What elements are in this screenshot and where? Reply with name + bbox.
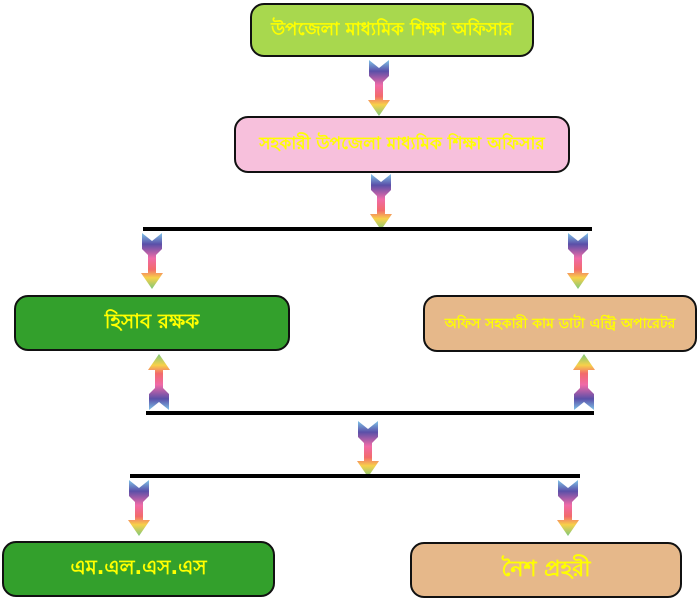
arrow-down-icon bbox=[369, 174, 393, 230]
node-assistant-officer: সহকারী উপজেলা মাধ্যমিক শিক্ষা অফিসার bbox=[234, 116, 570, 173]
node-accountant: হিসাব রক্ষক bbox=[14, 295, 290, 351]
node-label: নৈশ প্রহরী bbox=[501, 556, 591, 582]
connector-line bbox=[143, 227, 592, 231]
arrow-down-icon bbox=[127, 480, 151, 536]
node-label: হিসাব রক্ষক bbox=[104, 308, 200, 333]
node-office-assistant: অফিস সহকারী কাম ডাটা এন্ট্রি অপারেটর bbox=[423, 295, 697, 352]
node-label: উপজেলা মাধ্যমিক শিক্ষা অফিসার bbox=[271, 18, 513, 40]
arrow-up-icon bbox=[572, 354, 596, 410]
node-night-guard: নৈশ প্রহরী bbox=[410, 542, 682, 598]
arrow-down-icon bbox=[356, 421, 380, 477]
arrow-up-icon bbox=[147, 354, 171, 410]
node-mlss: এম.এল.এস.এস bbox=[2, 541, 275, 597]
node-label: এম.এল.এস.এস bbox=[70, 554, 207, 579]
arrow-down-icon bbox=[140, 233, 164, 289]
arrow-down-icon bbox=[556, 480, 580, 536]
node-upazila-officer: উপজেলা মাধ্যমিক শিক্ষা অফিসার bbox=[250, 3, 534, 57]
node-label: সহকারী উপজেলা মাধ্যমিক শিক্ষা অফিসার bbox=[259, 133, 545, 154]
arrow-down-icon bbox=[367, 60, 391, 116]
connector-line bbox=[146, 411, 594, 415]
node-label: অফিস সহকারী কাম ডাটা এন্ট্রি অপারেটর bbox=[444, 315, 676, 332]
arrow-down-icon bbox=[566, 233, 590, 289]
connector-line bbox=[130, 474, 580, 478]
